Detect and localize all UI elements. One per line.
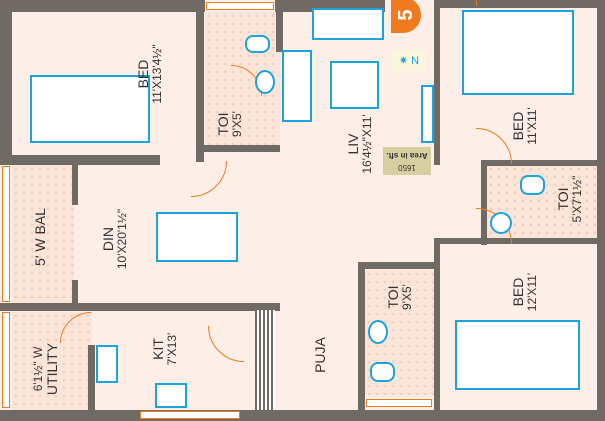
compass-icon: ✷ — [398, 55, 409, 67]
wall — [196, 12, 204, 162]
wall — [434, 0, 440, 165]
wall — [434, 0, 605, 8]
wash-basin — [368, 320, 388, 344]
window — [140, 411, 240, 419]
tv-unit — [421, 85, 434, 143]
window — [2, 312, 10, 408]
sink — [96, 345, 118, 383]
area-label: Area in sft. — [386, 151, 428, 160]
north-indicator: ✷ N — [392, 50, 426, 72]
wall — [481, 160, 605, 166]
wall — [434, 244, 440, 412]
toilet — [520, 175, 545, 195]
window — [366, 399, 432, 407]
wall — [276, 12, 283, 52]
area-value: 1650 — [398, 163, 416, 172]
area-tag: 1650 Area in sft. — [383, 147, 431, 175]
wall — [358, 262, 440, 269]
window — [206, 2, 274, 10]
dining-table — [156, 212, 238, 262]
sofa — [282, 50, 312, 122]
window — [2, 166, 10, 302]
wall — [0, 0, 12, 165]
north-label: N — [411, 55, 420, 67]
wall — [481, 160, 487, 245]
unit-number-badge: 5 — [391, 0, 421, 33]
wash-basin — [490, 212, 512, 234]
coffee-table — [330, 61, 379, 109]
room-label-bal: 5' W BAL — [32, 208, 48, 266]
room-label-puja: PUJA — [312, 337, 328, 373]
wall — [597, 0, 605, 421]
window — [255, 310, 275, 410]
sofa — [312, 8, 384, 40]
wall — [72, 165, 78, 205]
bed — [455, 320, 580, 390]
wall — [0, 410, 605, 421]
wall — [204, 145, 280, 152]
bed — [462, 10, 574, 95]
toilet — [245, 35, 270, 53]
wash-basin — [255, 70, 275, 94]
wall — [358, 262, 365, 412]
balcony-floor — [12, 165, 74, 305]
wall — [434, 238, 605, 244]
utility-floor — [12, 312, 92, 412]
wall — [88, 345, 95, 421]
toilet — [370, 362, 395, 382]
wall — [72, 280, 78, 305]
wall — [0, 303, 280, 311]
stove — [155, 383, 187, 408]
bed — [30, 75, 150, 143]
wall — [0, 0, 205, 12]
wall — [0, 155, 160, 165]
